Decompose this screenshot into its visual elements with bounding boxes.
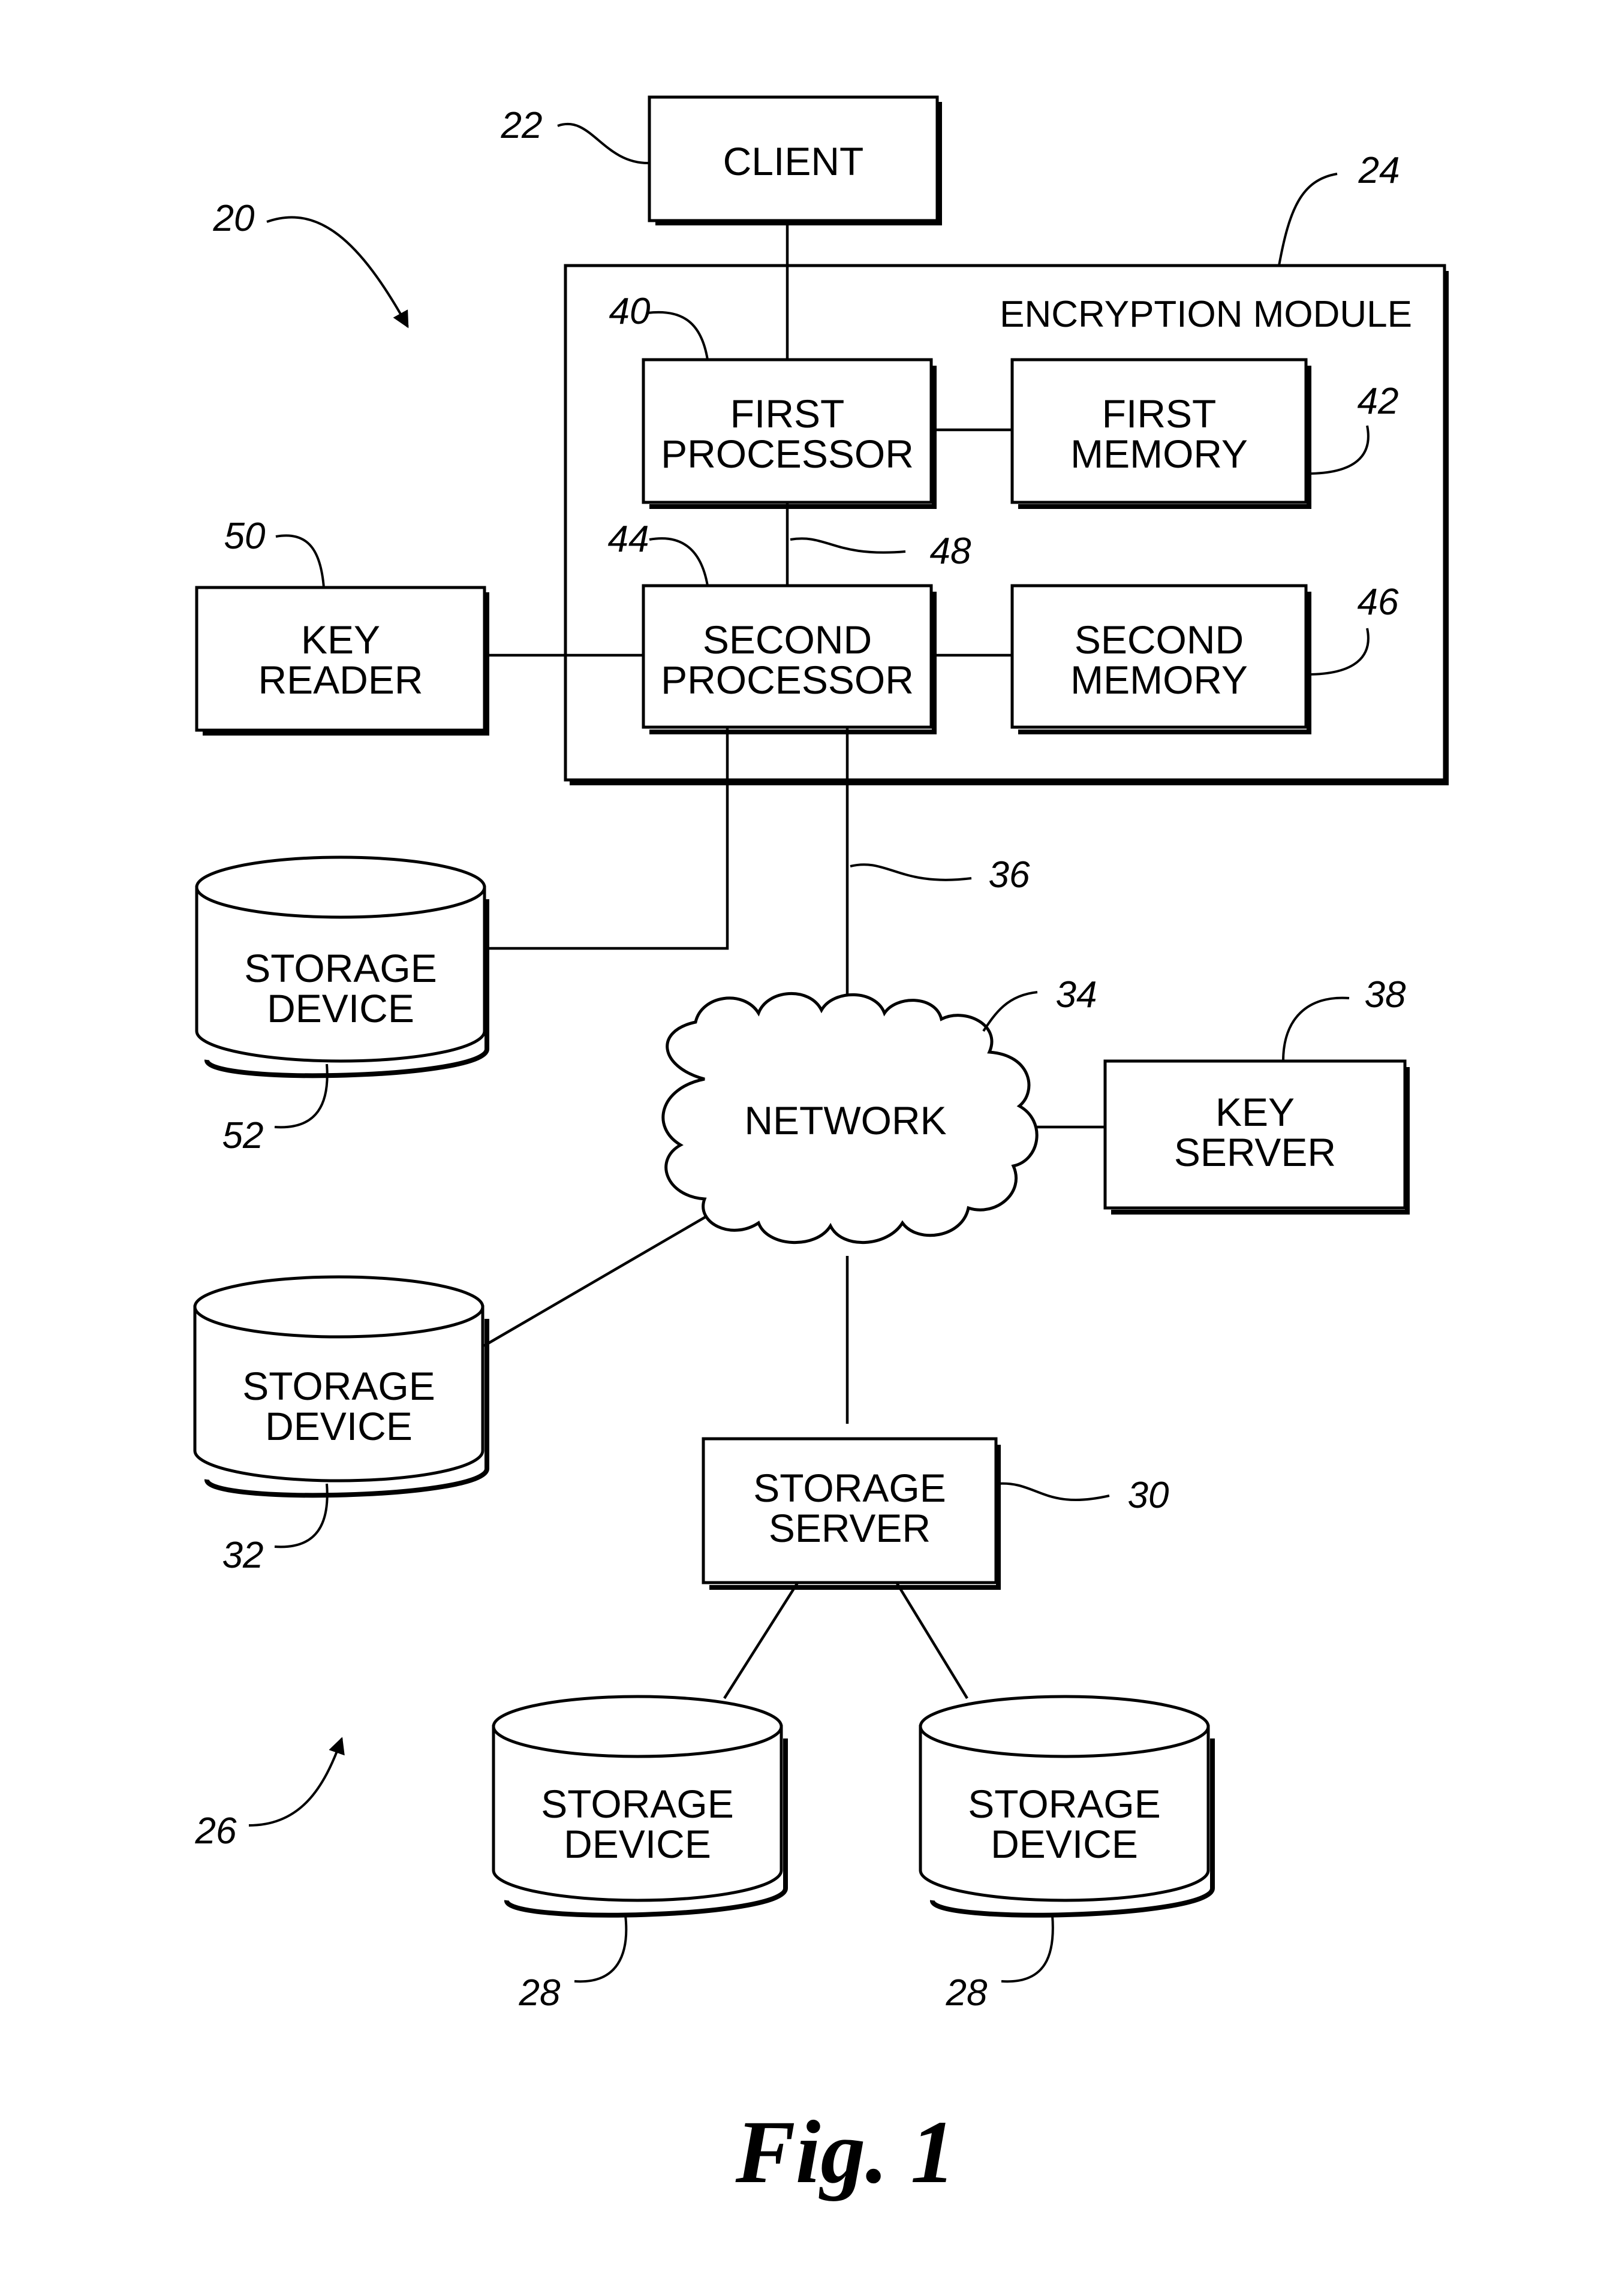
key-server-label-line2: SERVER [1174,1130,1336,1174]
encryption-module-title: ENCRYPTION MODULE [1000,294,1412,335]
storage-server-to-device-right-line [888,1569,968,1700]
storage-device-28-left-cylinder: STORAGE DEVICE [492,1695,788,1918]
connection-lines [483,222,1105,1700]
storage-server-to-device-left-line [723,1569,806,1700]
storage-device-28-left-label-line2: DEVICE [564,1822,711,1866]
storage-area-ref-arrow [248,1737,345,1827]
storage-server-ref-leader [997,1482,1110,1502]
storage-server-label-line1: STORAGE [753,1466,946,1510]
storage-device-52-label-line1: STORAGE [244,946,437,990]
client-ref-leader [557,123,649,164]
storage-device-28-left-ref-leader [574,1915,628,1983]
storage-device-52-label-line2: DEVICE [267,986,414,1031]
network-label: NETWORK [744,1098,946,1143]
first-memory-label-line1: FIRST [1102,391,1217,436]
encryption-module-ref-leader [1278,173,1338,266]
key-reader-label-line1: KEY [301,617,380,662]
storage-device-28-right-label-line2: DEVICE [991,1822,1138,1866]
storage-device-32-label-line2: DEVICE [265,1404,413,1448]
figure-caption: Fig. 1 [735,2102,956,2202]
system-ref: 20 [213,198,255,239]
network-ref-leader [982,991,1038,1032]
encryption-module: ENCRYPTION MODULE [564,264,1449,785]
first-processor-ref: 40 [609,291,651,332]
network-link-ref: 36 [989,854,1030,896]
second-processor-to-storage-52-line [484,727,729,950]
key-reader-ref-leader [275,534,325,588]
storage-device-28-right-label-line1: STORAGE [968,1782,1161,1826]
second-processor-label-line2: PROCESSOR [661,658,914,702]
client-box: CLIENT [648,95,942,225]
network-cloud: NETWORK [661,992,1039,1245]
client-ref: 22 [501,105,543,146]
storage-device-32-label-line1: STORAGE [242,1364,435,1408]
encryption-module-ref: 24 [1358,150,1400,191]
network-link-ref-leader [850,863,972,881]
client-label: CLIENT [723,139,864,183]
second-memory-ref: 46 [1358,581,1399,623]
storage-server-box: STORAGE SERVER [702,1437,1001,1590]
key-server-label-line1: KEY [1215,1090,1295,1134]
storage-server-ref: 30 [1128,1475,1169,1516]
first-processor-box: FIRST PROCESSOR [642,358,937,509]
second-memory-label-line2: MEMORY [1070,658,1248,702]
key-reader-label-line2: READER [258,658,423,702]
storage-device-28-right-ref: 28 [946,1972,988,2014]
storage-device-28-left-label-line1: STORAGE [541,1782,734,1826]
network-ref: 34 [1056,974,1097,1016]
storage-device-32-cylinder: STORAGE DEVICE [193,1275,489,1498]
first-memory-ref: 42 [1358,381,1399,422]
first-processor-label-line1: FIRST [730,391,845,436]
second-processor-ref: 44 [608,519,649,560]
storage-device-28-left-ref: 28 [519,1972,561,2014]
second-processor-label-line1: SECOND [703,617,872,662]
key-server-box: KEY SERVER [1103,1059,1410,1215]
second-processor-ref-leader [649,537,709,586]
storage-device-32-ref-leader [274,1483,329,1548]
storage-device-28-right-cylinder: STORAGE DEVICE [919,1695,1215,1918]
first-memory-box: FIRST MEMORY [1010,358,1311,509]
storage-device-52-cylinder: STORAGE DEVICE [195,855,489,1078]
second-memory-ref-leader [1307,628,1370,676]
first-processor-ref-leader [647,311,709,360]
network-cloud-shape [661,992,1039,1245]
first-memory-ref-leader [1307,425,1370,475]
key-reader-ref: 50 [224,516,266,557]
storage-area-ref: 26 [195,1810,237,1852]
first-processor-label-line2: PROCESSOR [661,432,914,476]
second-processor-box: SECOND PROCESSOR [642,584,937,734]
second-memory-label-line1: SECOND [1075,617,1244,662]
storage-device-52-ref: 52 [222,1115,264,1156]
storage-device-32-ref: 32 [222,1535,264,1576]
storage-device-52-ref-leader [274,1063,329,1129]
network-to-storage-32-line [483,1215,709,1347]
second-memory-box: SECOND MEMORY [1010,584,1311,734]
key-server-ref-leader [1282,996,1350,1062]
first-memory-label-line2: MEMORY [1070,432,1248,476]
key-server-ref: 38 [1365,974,1406,1016]
storage-server-label-line2: SERVER [769,1506,931,1550]
storage-device-28-right-ref-leader [1001,1915,1054,1983]
key-reader-box: KEY READER [195,586,489,736]
internal-bus-ref: 48 [930,531,971,572]
system-ref-arrow [266,216,409,329]
internal-bus-ref-leader [790,537,906,554]
